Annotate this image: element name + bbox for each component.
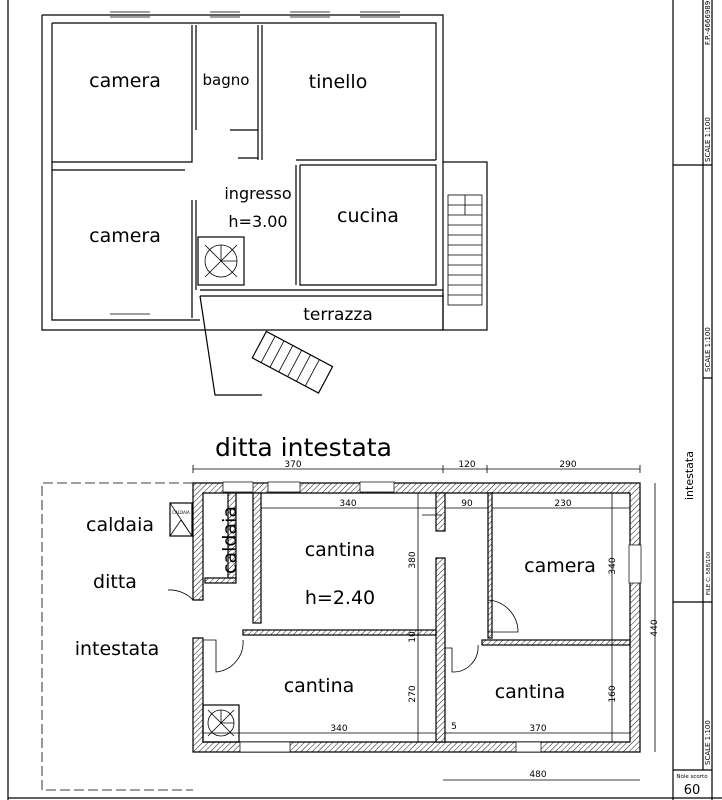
room-label: cucina (337, 205, 399, 227)
room-label: cantina (284, 675, 355, 697)
dimension-label: 90 (461, 499, 473, 509)
dimension-label: 120 (458, 460, 475, 470)
outside-label: intestata (75, 638, 160, 660)
title-block-name: intestata (683, 451, 696, 500)
upper-floor-plan: camera bagno tinello ingresso h=3.00 cuc… (41, 11, 488, 396)
room-label: ingresso (224, 184, 291, 203)
dimension-label: 230 (554, 499, 571, 509)
sheet-number: 60 (684, 783, 701, 798)
title-block: F.P.-4666989 SCALE 1:100 SCALE 1:100 int… (7, 0, 722, 800)
ceiling-height-label: h=2.40 (305, 587, 375, 609)
room-label: terrazza (303, 305, 373, 325)
dimension-label: 340 (330, 724, 347, 734)
room-label: cantina (305, 539, 376, 561)
dimension-label: 480 (529, 770, 546, 780)
sheet-label: Nòle scorto (676, 773, 708, 780)
dimension-label: 160 (608, 685, 618, 702)
outside-label: caldaia (86, 514, 154, 536)
dimension-label: 370 (529, 724, 546, 734)
outside-label: ditta (93, 571, 137, 593)
room-label: camera (524, 555, 596, 577)
dimension-label: 10 (408, 631, 418, 643)
room-label: camera (89, 225, 161, 247)
dimension-label: 5 (451, 722, 457, 732)
room-label: caldaia (219, 506, 241, 574)
file-label: FILE C: 588/100 (706, 551, 712, 595)
dimension-label: 270 (408, 685, 418, 702)
spiral-stair-icon (202, 704, 240, 743)
room-label: cantina (495, 681, 566, 703)
scale-label: SCALE 1:100 (704, 720, 712, 765)
spiral-stair-icon (197, 236, 245, 286)
scale-label: SCALE 1:100 (704, 327, 712, 372)
stair-icon (251, 330, 334, 394)
dimension-label: 440 (650, 619, 660, 636)
dimension-label: 380 (408, 551, 418, 568)
stair-icon (442, 161, 488, 331)
room-label: camera (89, 70, 161, 92)
boiler-symbol-label: CALDAIA (172, 510, 190, 515)
drawing-code: F.P.-4666989 (704, 1, 712, 45)
boiler-icon: CALDAIA (169, 502, 193, 537)
dimension-label: 370 (284, 460, 301, 470)
dimension-label: 290 (559, 460, 576, 470)
room-label: bagno (203, 71, 250, 89)
plan-title: ditta intestata (215, 433, 392, 462)
scale-label: SCALE 1:100 (704, 117, 712, 162)
room-label: tinello (309, 71, 368, 93)
dimension-label: 340 (608, 557, 618, 574)
dimension-label: 340 (339, 499, 356, 509)
lower-floor-plan: ditta intestata CALDAIA 370 120 290 340 … (41, 433, 660, 791)
ceiling-height-label: h=3.00 (228, 212, 287, 231)
